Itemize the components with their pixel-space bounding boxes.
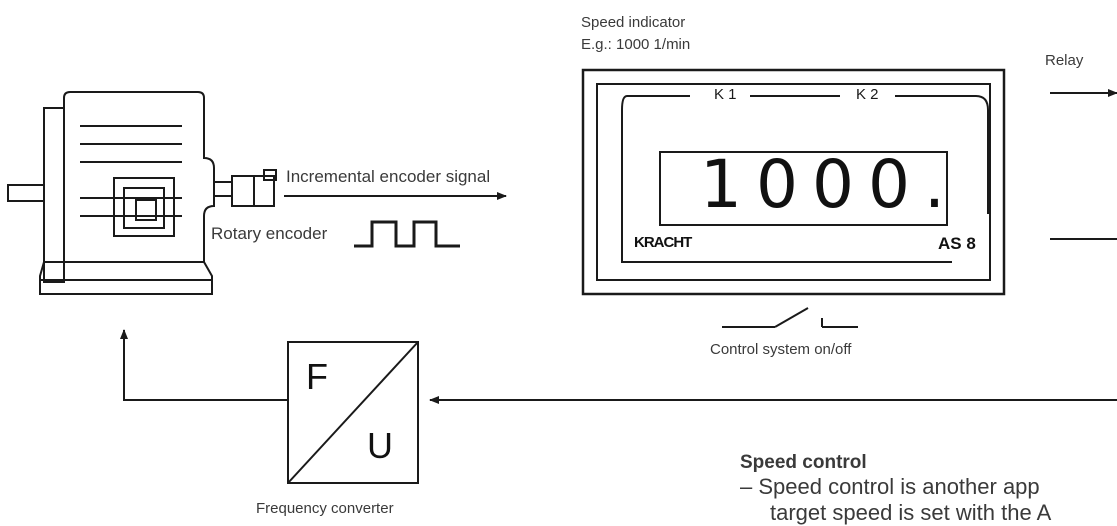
frequency-converter-label: Frequency converter (256, 500, 394, 517)
rotary-encoder (231, 169, 277, 207)
model-label: AS 8 (938, 234, 976, 253)
relay-label: Relay (1045, 52, 1084, 69)
display-window (659, 151, 948, 226)
control-switch (722, 307, 858, 328)
motor (7, 91, 233, 295)
speed-control-line-1: – Speed control is another app (740, 474, 1040, 499)
brand-label: KRACHT (634, 234, 692, 251)
converter-bottom-letter: U (367, 425, 393, 466)
display-reading: 1000. (700, 146, 959, 223)
converter-top-letter: F (306, 356, 328, 397)
control-system-label: Control system on/off (710, 341, 852, 358)
frequency-converter-box (287, 341, 419, 484)
channel-1-label: K 1 (708, 86, 743, 103)
motor-shaft (7, 184, 45, 202)
speed-example-label: E.g.: 1000 1/min (581, 36, 691, 53)
rotary-encoder-label: Rotary encoder (211, 224, 328, 243)
terminal-box (113, 177, 175, 237)
pulse-signal (354, 220, 460, 248)
channel-2-label: K 2 (850, 86, 885, 103)
speed-control-heading: Speed control (740, 452, 867, 473)
converter-to-motor-line (120, 329, 288, 401)
speed-indicator-device (581, 68, 1006, 296)
speed-control-line-2: target speed is set with the A (770, 500, 1052, 525)
encoder-signal-label: Incremental encoder signal (286, 167, 491, 186)
speed-indicator-label: Speed indicator (581, 14, 686, 31)
